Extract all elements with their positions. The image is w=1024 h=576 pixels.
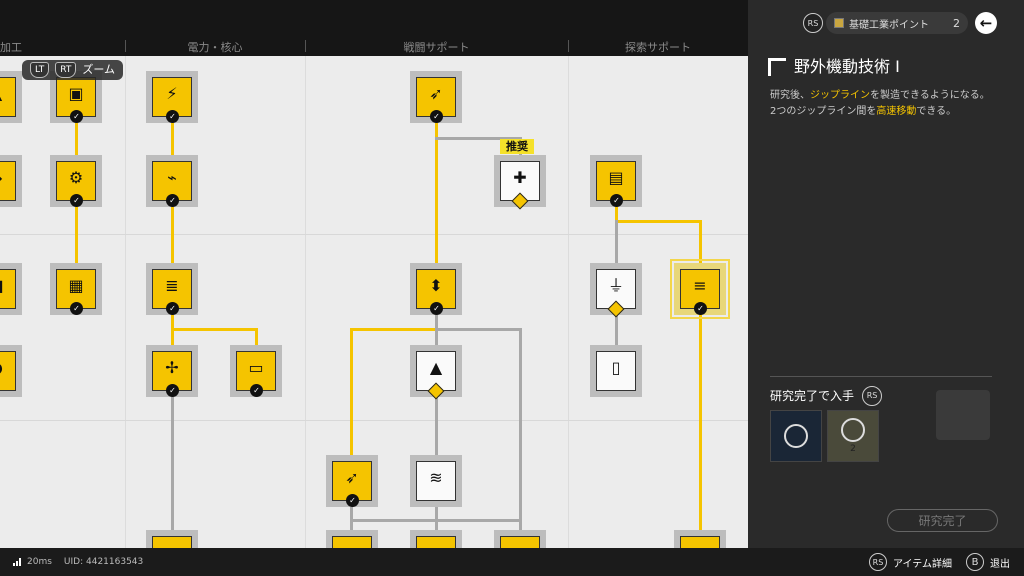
tech-node[interactable]: ⬍✓ (410, 263, 462, 315)
zipline-icon (768, 58, 786, 76)
tech-node[interactable]: ▲ (410, 345, 462, 400)
zoom-label: ズーム (82, 63, 116, 76)
rs-button-icon[interactable]: RS (869, 553, 887, 571)
tech-node[interactable] (410, 530, 462, 548)
check-icon: ✓ (166, 384, 179, 397)
check-icon: ✓ (250, 384, 263, 397)
tech-node[interactable]: ▭✓ (230, 345, 282, 397)
obtain-label: 研究完了で入手 (770, 389, 855, 403)
lt-button-icon[interactable]: LT (30, 62, 50, 78)
divider (568, 40, 569, 52)
tech-node-recommended[interactable]: ✚ (494, 155, 546, 210)
tech-node[interactable]: ▲ (0, 71, 22, 123)
tech-node[interactable] (674, 530, 726, 548)
reward-item-zipline[interactable]: 2 (827, 410, 879, 462)
check-circle-icon (784, 424, 808, 448)
divider (770, 376, 992, 377)
check-icon: ✓ (166, 110, 179, 123)
tech-node[interactable]: ≋ (410, 455, 462, 507)
desc-text: 2つのジップライン間を (770, 106, 877, 117)
tech-node[interactable]: ✢✓ (146, 345, 198, 397)
tech-node[interactable]: ▯ (590, 345, 642, 397)
tech-node[interactable]: ◆ (0, 155, 22, 207)
check-icon: ✓ (346, 494, 359, 507)
tech-node[interactable]: ➶✓ (410, 71, 462, 123)
tech-node[interactable]: ■ (0, 263, 22, 315)
zoom-hint: LT RT ズーム (22, 60, 124, 80)
tech-node[interactable]: ▤✓ (590, 155, 642, 207)
reward-item-blueprint[interactable] (770, 410, 822, 462)
back-arrow-icon[interactable]: ← (975, 12, 997, 34)
desc-text: を製造できるようになる。 (870, 90, 990, 101)
lock-diamond-icon (427, 382, 445, 400)
desc-highlight: ジップライン (810, 90, 870, 101)
rt-button-icon[interactable]: RT (55, 62, 77, 78)
tech-description: 研究後、ジップラインを製造できるようになる。 2つのジップライン間を高速移動でき… (770, 88, 1000, 120)
lock-diamond-icon (511, 192, 529, 210)
lock-diamond-icon (607, 300, 625, 318)
category-power-core[interactable]: 電力・核心 (187, 41, 243, 54)
tech-node[interactable] (494, 530, 546, 548)
tech-node[interactable]: ● (0, 345, 22, 397)
b-button-icon[interactable]: B (966, 553, 984, 571)
obtain-header: 研究完了で入手 RS (770, 386, 883, 406)
check-icon: ✓ (70, 194, 83, 207)
tech-node[interactable]: ⚙✓ (50, 155, 102, 207)
tech-node[interactable]: ≣✓ (146, 263, 198, 315)
check-icon: ✓ (610, 194, 623, 207)
check-icon: ✓ (70, 302, 83, 315)
check-circle-icon (841, 417, 865, 442)
category-bar: 加工 電力・核心 戦闘サポート 探索サポート (0, 0, 748, 56)
uid: UID: 4421163543 (63, 557, 144, 567)
check-icon: ✓ (166, 302, 179, 315)
rs-button-icon[interactable]: RS (803, 13, 823, 33)
check-icon: ✓ (694, 302, 707, 315)
tech-tree-canvas[interactable]: ▲ ▣✓ ◆ ⚙✓ ■ ▦✓ ● ⚡✓ ⌁✓ ≣✓ ✢✓ ▭✓ ➶✓ ✚ ⬍✓ … (0, 56, 748, 548)
recommended-badge: 推奨 (500, 139, 534, 154)
signal-icon (13, 558, 21, 566)
tech-node[interactable]: ⌁✓ (146, 155, 198, 207)
tech-node[interactable]: ➶✓ (326, 455, 378, 507)
rs-button-icon[interactable]: RS (862, 386, 883, 406)
tech-title: 野外機動技術 I (768, 56, 900, 78)
points-display: 基礎工業ポイント 2 (826, 12, 968, 34)
cube-icon (834, 18, 844, 28)
desc-highlight: 高速移動 (876, 106, 917, 117)
detail-panel (748, 0, 1024, 548)
tech-title-text: 野外機動技術 I (794, 57, 900, 76)
exit-label[interactable]: 退出 (990, 558, 1010, 570)
points-value: 2 (953, 16, 960, 30)
ping: 20ms (27, 557, 52, 567)
item-detail-label[interactable]: アイテム詳細 (893, 558, 952, 570)
box-icon (936, 390, 990, 440)
tech-node[interactable]: ▦✓ (50, 263, 102, 315)
divider (125, 40, 126, 52)
tech-node[interactable]: ⚡✓ (146, 71, 198, 123)
divider (305, 40, 306, 52)
check-icon: ✓ (166, 194, 179, 207)
points-label: 基礎工業ポイント (849, 19, 929, 31)
desc-text: できる。 (916, 106, 957, 117)
footer-bar: 20ms UID: 4421163543 RS アイテム詳細 B 退出 (0, 548, 1024, 576)
research-complete-button[interactable]: 研究完了 (887, 509, 998, 532)
desc-text: 研究後、 (770, 90, 810, 101)
category-combat-support[interactable]: 戦闘サポート (403, 41, 470, 54)
tech-node-selected-field-mobility[interactable]: ≡✓ (670, 259, 730, 319)
tech-node[interactable] (326, 530, 378, 548)
tech-node[interactable]: ⏚ (590, 263, 642, 318)
check-icon: ✓ (430, 110, 443, 123)
check-icon: ✓ (70, 110, 83, 123)
item-count: 2 (850, 443, 856, 454)
tech-node[interactable] (146, 530, 198, 548)
category-exploration-support[interactable]: 探索サポート (625, 41, 691, 54)
check-icon: ✓ (430, 302, 443, 315)
category-processing[interactable]: 加工 (0, 41, 22, 54)
